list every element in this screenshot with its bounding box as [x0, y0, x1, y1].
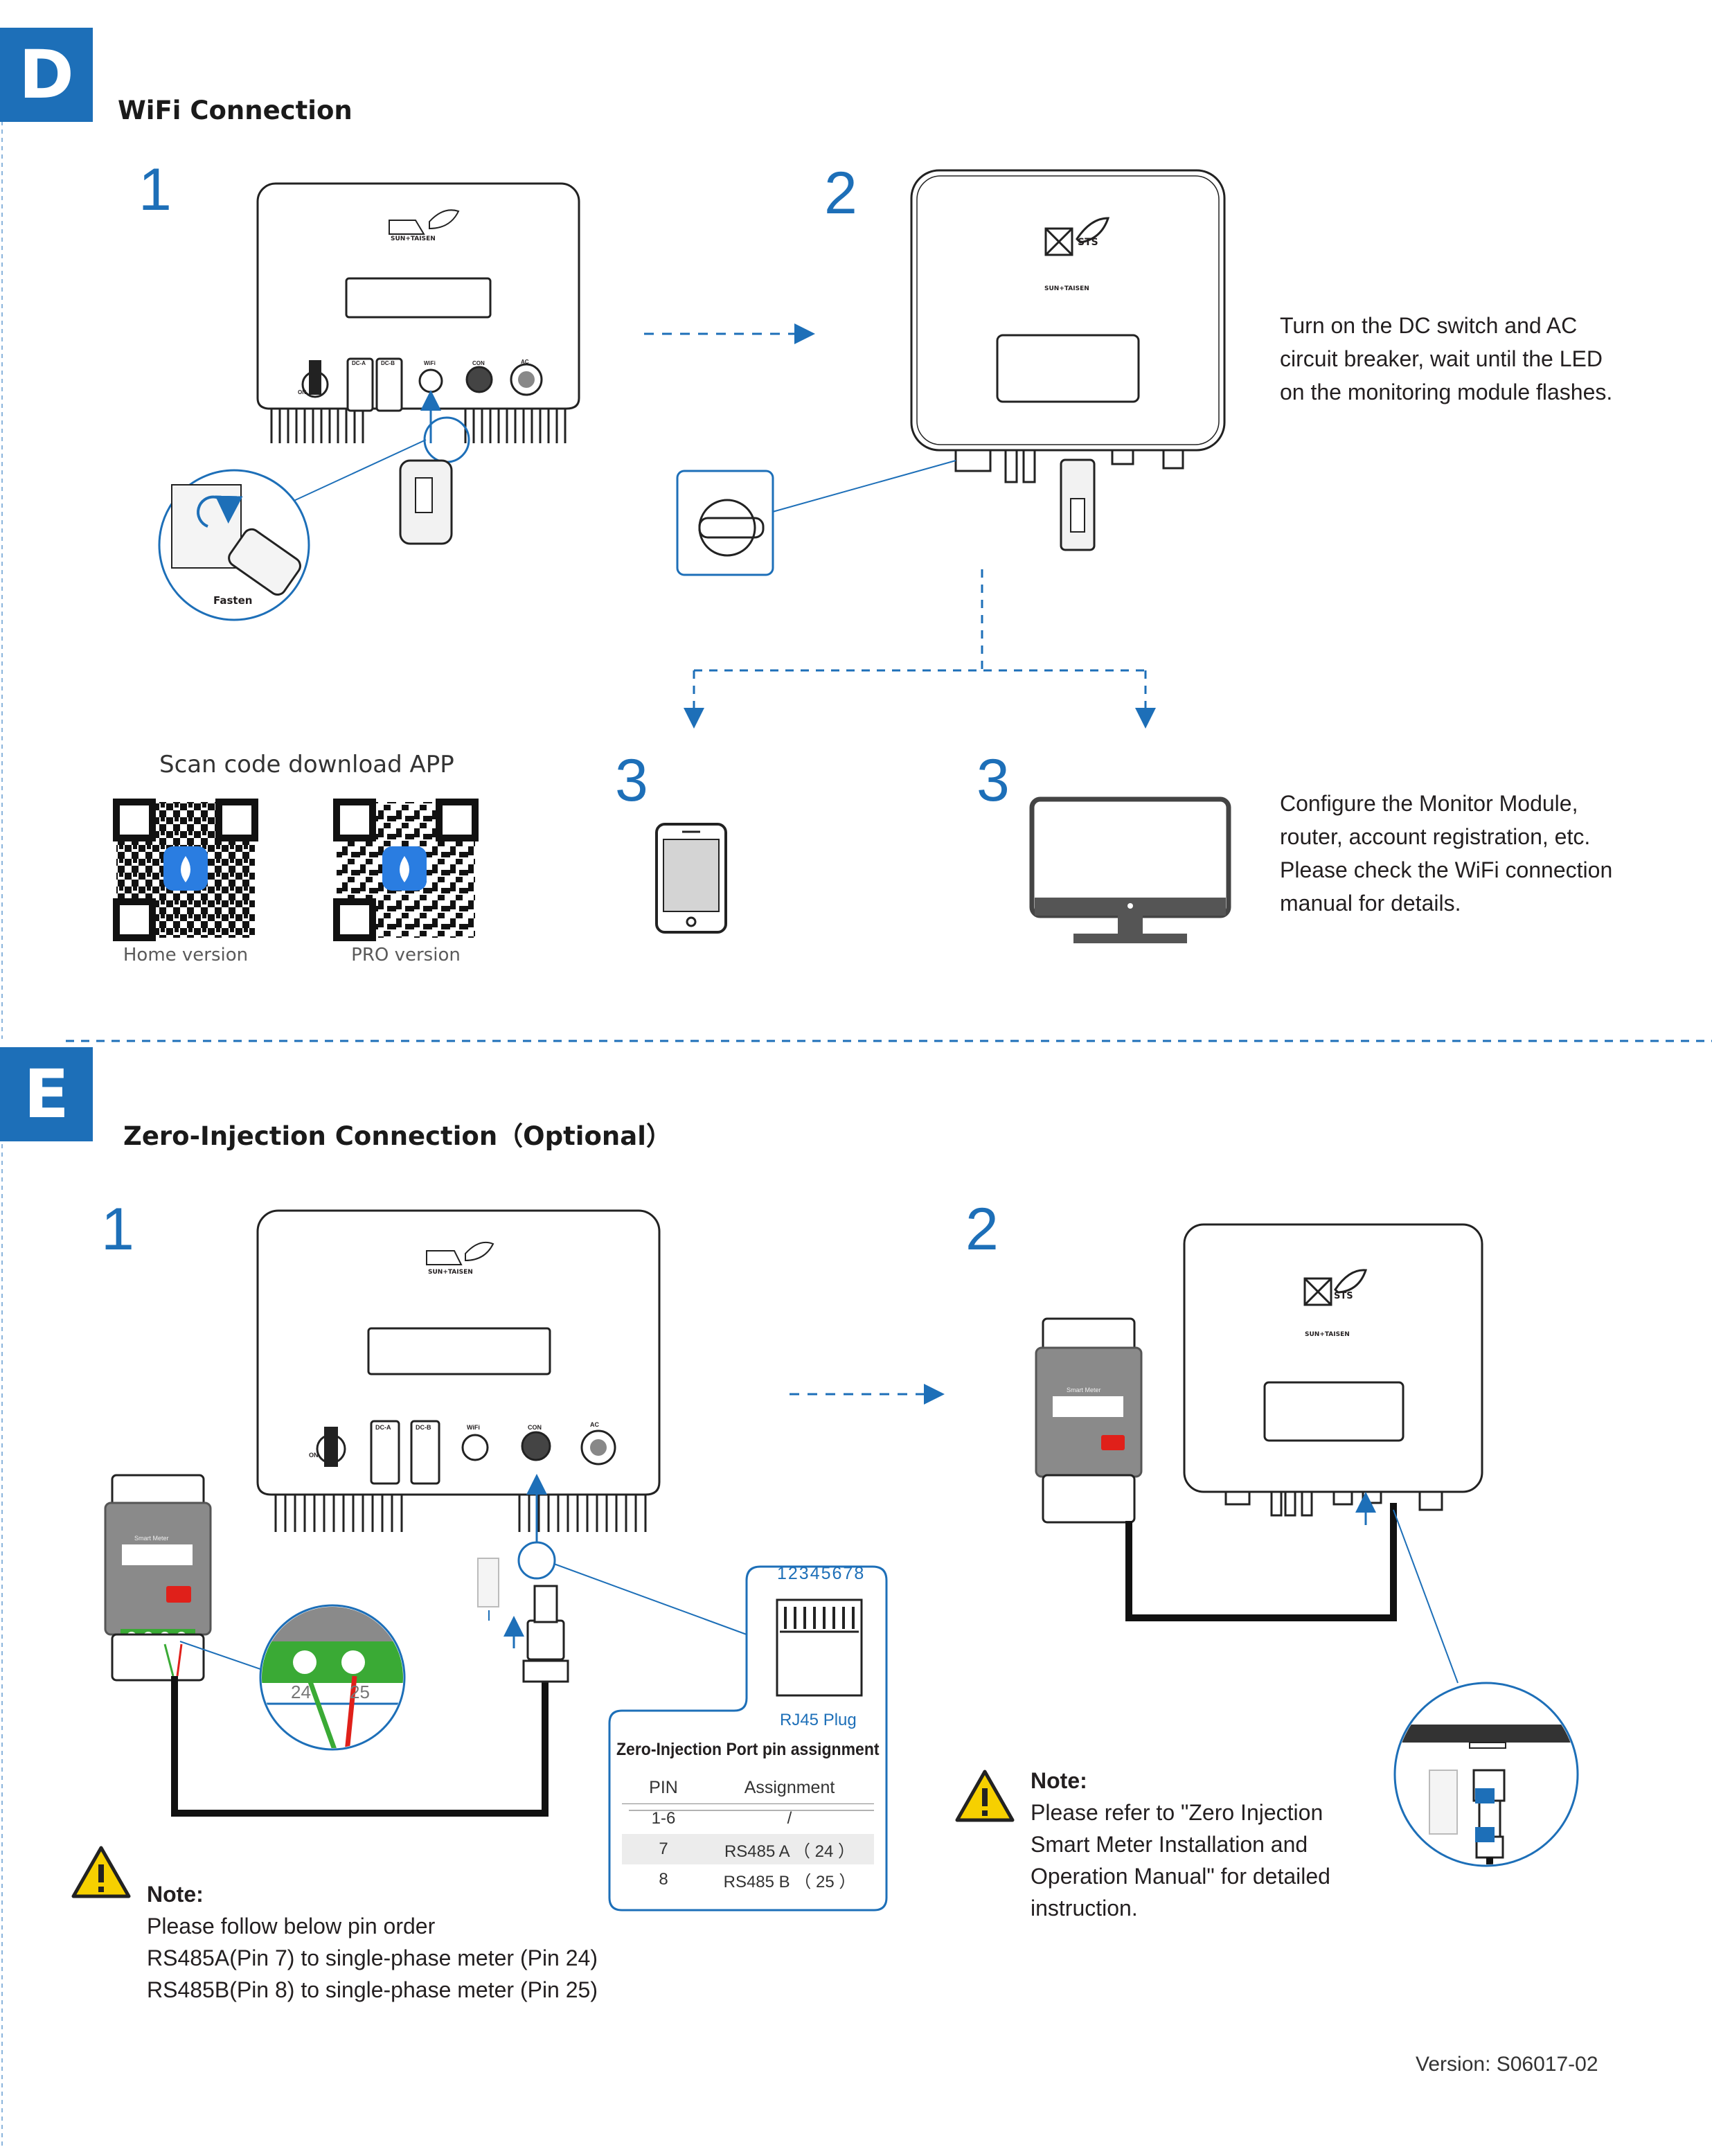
- qr-code-home: [113, 799, 258, 941]
- table-row: 7 RS485 A （ 24 ）: [622, 1834, 874, 1864]
- inverter-bottom-view-e1: [256, 1209, 661, 1532]
- terminal-label-25: 25: [350, 1682, 370, 1702]
- note-pin-order: Note: Please follow below pin order RS48…: [147, 1878, 598, 2006]
- branch-arrows: [684, 569, 1156, 729]
- brand-label-d1: SUN+TAISEN: [391, 235, 436, 242]
- warning-icon-1: [71, 1846, 131, 1898]
- qr-home-label: Home version: [123, 945, 249, 965]
- step3-instructions: Configure the Monitor Module, router, ac…: [1280, 791, 1613, 916]
- rj45-pin-numbers: 12345678: [777, 1564, 866, 1583]
- port-label-wifi: WiFi: [424, 360, 436, 366]
- smart-meter-label-e1: Smart Meter: [134, 1535, 169, 1542]
- qr-code-pro: [333, 799, 479, 941]
- port-label-con: CON: [472, 360, 485, 366]
- step-number-d1: 1: [139, 157, 172, 223]
- port-label-ac-e1: AC: [590, 1421, 599, 1428]
- brand-label-e2: SUN+TAISEN: [1305, 1331, 1350, 1338]
- rj45-plug-label: RJ45 Plug: [780, 1711, 857, 1729]
- port-label-dcb-e1: DC-B: [416, 1424, 431, 1431]
- sts-logo-d1: [389, 209, 460, 235]
- version-label: Version: S06017-02: [1416, 2053, 1598, 2076]
- section-badge-e: E: [0, 1047, 93, 1141]
- note-manual-reference: Note: Please refer to "Zero Injection Sm…: [1031, 1765, 1330, 1924]
- port-label-dcb: DC-B: [381, 360, 395, 366]
- section-title-wifi: WiFi Connection: [118, 96, 353, 125]
- port-label-ac: AC: [521, 359, 529, 365]
- inverter-front-view-d2: [676, 169, 1226, 576]
- step-number-e1: 1: [101, 1196, 134, 1263]
- phone-icon: [655, 823, 727, 934]
- step-number-d2: 2: [824, 160, 857, 226]
- section-badge-d: D: [0, 28, 93, 122]
- fasten-label: Fasten: [213, 594, 253, 607]
- assignment-header: Assignment: [744, 1778, 835, 1798]
- inverter-bottom-view-d1: [158, 182, 580, 621]
- warning-icon-2: [955, 1770, 1015, 1822]
- port-label-dca-e1: DC-A: [375, 1424, 391, 1431]
- note-title: Note:: [147, 1882, 204, 1907]
- port-label-on: ON: [298, 389, 306, 395]
- rs485-cable-e2: [1125, 1503, 1397, 1621]
- connector-zoom-circle: [1393, 1509, 1579, 1867]
- brand-label-e1: SUN+TAISEN: [428, 1269, 473, 1276]
- port-label-con-e1: CON: [528, 1424, 542, 1431]
- table-row: 8 RS485 B （ 25 ）: [659, 1870, 856, 1891]
- brand-short-d2: STS: [1078, 237, 1098, 248]
- pin-header: PIN: [649, 1778, 678, 1798]
- pin-table-title: Zero-Injection Port pin assignment: [616, 1740, 880, 1759]
- step-number-d3-phone: 3: [615, 747, 648, 814]
- section-title-zero-injection: Zero-Injection Connection（Optional）: [123, 1121, 672, 1151]
- qr-pro-label: PRO version: [351, 945, 461, 965]
- port-label-dca: DC-A: [352, 360, 366, 366]
- computer-monitor-icon: [1029, 796, 1231, 943]
- terminal-label-24: 24: [291, 1682, 311, 1702]
- smart-meter-e2: [1035, 1317, 1143, 1524]
- table-row: 1-6 /: [651, 1809, 792, 1828]
- smart-meter-label-e2: Smart Meter: [1067, 1387, 1101, 1393]
- scan-code-title: Scan code download APP: [159, 751, 454, 778]
- inverter-front-view-e2: [1183, 1223, 1483, 1517]
- brand-label-d2: SUN+TAISEN: [1044, 285, 1089, 292]
- rs485-cable-e1: [171, 1662, 549, 1817]
- smart-meter-e1: [104, 1474, 212, 1682]
- brand-short-e2: STS: [1334, 1291, 1353, 1301]
- step2-instructions: Turn on the DC switch and AC circuit bre…: [1280, 313, 1613, 404]
- rj45-connector-e1: [477, 1474, 747, 1683]
- note-title: Note:: [1031, 1768, 1087, 1793]
- port-label-wifi-e1: WiFi: [467, 1424, 480, 1431]
- pin-assignment-table: PIN Assignment 1-6 / 7 RS485 A （ 24 ） 8 …: [622, 1773, 874, 1895]
- rj45-pin-callout: [608, 1565, 888, 1912]
- step-number-d3-pc: 3: [977, 747, 1010, 814]
- port-label-on-e1: ON: [309, 1452, 319, 1459]
- step-number-e2: 2: [965, 1196, 999, 1263]
